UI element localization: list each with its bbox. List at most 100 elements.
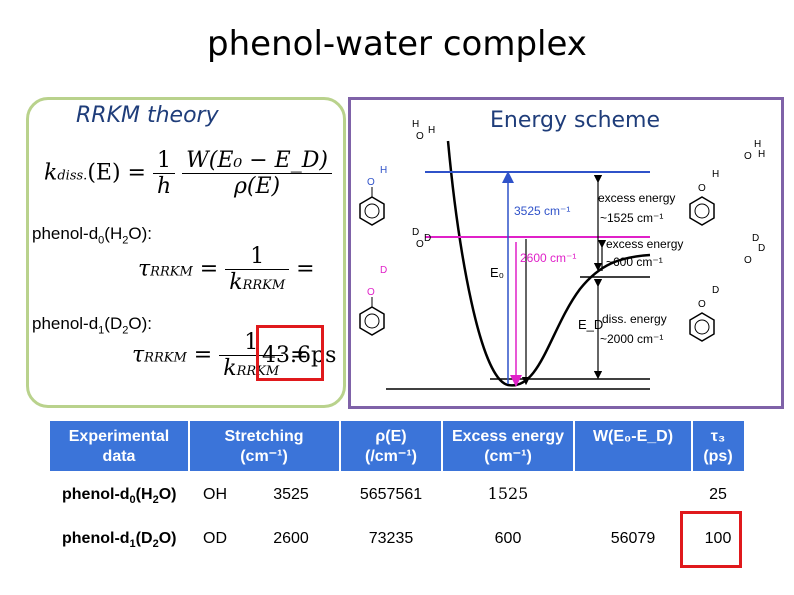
tau1-symbol: τ	[138, 256, 151, 282]
table-row-1-excess: 1525	[487, 484, 529, 503]
iso1-end: O):	[128, 224, 152, 243]
formula-one: 1	[152, 148, 176, 174]
phenol-molecule-right-1: O H O H H	[689, 139, 765, 226]
table-row-2-freq: 2600	[273, 530, 309, 547]
table-row-2-excess: 600	[494, 530, 522, 547]
tau2-sub: RRKM	[144, 350, 187, 366]
tau-highlight	[680, 511, 742, 568]
svg-text:H: H	[380, 165, 387, 176]
label-excess1-a: excess energy	[598, 191, 675, 205]
result-highlight	[256, 325, 324, 381]
label-diss-b: ~2000 cm⁻¹	[600, 332, 663, 346]
table-sep-1	[188, 421, 190, 471]
iso2-rest: (D	[104, 314, 123, 333]
table-sep-4	[573, 421, 575, 471]
tau2-eq2: =	[290, 342, 309, 368]
table-row-2-rho: 73235	[368, 530, 414, 547]
iso1-sub: 0	[98, 234, 105, 247]
phenol-h2o-molecule-left: O H O H H	[359, 119, 435, 226]
formula-den: ρ(E)	[233, 174, 281, 199]
label-diss-a: diss. energy	[602, 312, 667, 326]
tau1-k: k	[229, 270, 243, 295]
header-stretching: Stretching(cm⁻¹)	[224, 428, 304, 465]
label-level2: 2600 cm⁻¹	[520, 251, 576, 265]
benzene-ring-inner-icon	[694, 319, 710, 335]
header-w: W(E₀-E_D)	[592, 428, 674, 445]
iso1-rest: (H	[104, 224, 123, 243]
iso2-label: phenol-d1(D2O):	[32, 314, 152, 336]
header-rho: ρ(E)(/cm⁻¹)	[365, 428, 417, 465]
tau2-k: k	[223, 356, 237, 381]
label-ed: E_D	[578, 317, 603, 332]
header-excess: Excess energy(cm⁻¹)	[451, 428, 565, 465]
benzene-ring-icon	[689, 312, 715, 342]
tau1-den: kRRKM	[225, 270, 289, 295]
svg-text:H: H	[758, 149, 765, 160]
label-excess2-a: excess energy	[606, 237, 683, 251]
formula-num: W(E₀ − E_D)	[182, 148, 332, 174]
table-row-2-label: phenol-d1(D2O)	[62, 530, 177, 551]
formula-k-sub: diss.	[57, 168, 88, 184]
table-sep-5	[691, 421, 693, 471]
rrkm-title: RRKM theory	[76, 103, 219, 128]
svg-text:D: D	[752, 233, 759, 244]
svg-text:H: H	[712, 169, 719, 180]
benzene-ring-icon	[359, 306, 385, 336]
formula-arg: (E) =	[87, 160, 146, 186]
label-level1: 3525 cm⁻¹	[514, 204, 570, 218]
formula-k: k	[44, 160, 58, 186]
svg-text:D: D	[412, 227, 419, 238]
tau1-sub: RRKM	[150, 264, 193, 280]
energy-title: Energy scheme	[490, 108, 661, 133]
iso2-end: O):	[128, 314, 152, 333]
table-row-2-mode: OD	[203, 530, 227, 547]
phenol-d2o-molecule-left: O D O D D	[359, 227, 431, 336]
table-row-1-label: phenol-d0(H2O)	[62, 486, 177, 507]
iso1-label: phenol-d0(H2O):	[32, 224, 152, 246]
svg-text:O: O	[416, 239, 424, 250]
tau1-k-sub: RRKM	[242, 278, 286, 293]
formula-h: h	[156, 174, 172, 199]
svg-text:O: O	[367, 177, 375, 188]
table-row-1-mode: OH	[203, 486, 227, 503]
iso1-sub2: 2	[122, 234, 129, 247]
label-e0: E₀	[490, 265, 504, 280]
label-excess2-b: ~600 cm⁻¹	[606, 255, 663, 269]
svg-text:H: H	[412, 119, 419, 130]
svg-text:D: D	[712, 285, 719, 296]
tau1-one: 1	[225, 244, 290, 270]
table-row-2-w: 56079	[610, 530, 656, 547]
label-excess1-b: ~1525 cm⁻¹	[600, 211, 663, 225]
iso2-name: phenol-d	[32, 314, 99, 333]
svg-text:O: O	[698, 299, 706, 310]
svg-text:D: D	[380, 265, 387, 276]
iso2-sub: 1	[98, 324, 105, 337]
rrkm-panel	[26, 97, 346, 408]
slide-title: phenol-water complex	[207, 24, 587, 64]
table-row-2-tau: 100	[704, 530, 732, 547]
tau2-one: 1	[219, 330, 284, 356]
energy-diagram: excess energy ~1525 cm⁻¹ 3525 cm⁻¹ exces…	[359, 119, 765, 390]
table-sep-2	[339, 421, 341, 471]
svg-text:O: O	[744, 255, 752, 266]
formula-frac-2: W(E₀ − E_D)ρ(E)	[182, 148, 332, 199]
svg-text:O: O	[367, 287, 375, 298]
table-row-1-freq: 3525	[273, 486, 309, 503]
header-tau: τ₃(ps)	[703, 428, 733, 465]
benzene-ring-inner-icon	[364, 203, 380, 219]
svg-text:D: D	[758, 243, 765, 254]
table-row-1-tau: 25	[709, 486, 727, 503]
iso2-sub2: 2	[122, 324, 129, 337]
benzene-ring-icon	[359, 196, 385, 226]
tau2-symbol: τ	[132, 342, 145, 368]
svg-text:O: O	[416, 131, 424, 142]
tau1-eq: =	[199, 256, 219, 282]
phenol-molecule-right-2: O D O D D	[689, 233, 765, 342]
energy-panel	[348, 97, 784, 409]
